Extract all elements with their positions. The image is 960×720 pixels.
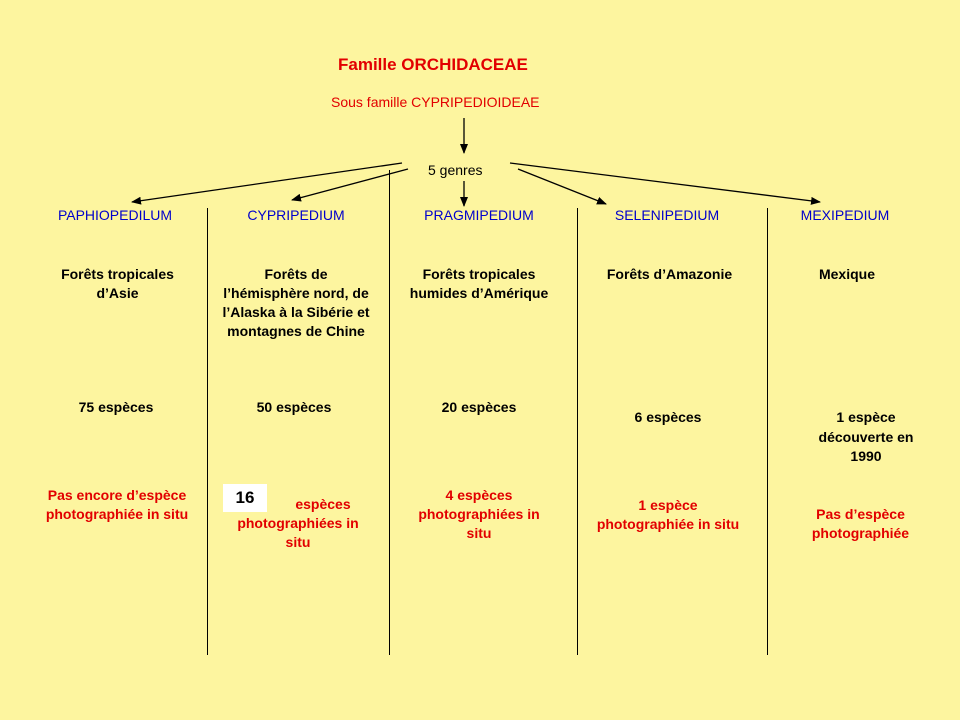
arrow-to-cypripedium <box>291 168 409 202</box>
photo-status-selenipedium: 1 espèce photographiée in situ <box>596 497 740 532</box>
genus-paphiopedilum: PAPHIOPEDILUM <box>57 207 173 223</box>
arrow-to-selenipedium <box>517 168 607 205</box>
habitat-mexipedium: Mexique <box>818 266 875 282</box>
subfamily-title: Sous famille CYPRIPEDIOIDEAE <box>331 94 540 110</box>
family-title: Famille ORCHIDACEAE <box>338 55 528 74</box>
genus-cypripedium: CYPRIPEDIUM <box>247 207 345 223</box>
species-count-paphiopedilum: 75 espèces <box>78 399 154 415</box>
habitat-pragmipedium: Forêts tropicales humides d’Amérique <box>409 266 549 301</box>
species-count-mexipedium: 1 espèce découverte en 1990 <box>818 409 914 464</box>
genres-count-label: 5 genres <box>428 162 483 178</box>
arrow-to-mexipedium <box>509 162 821 205</box>
photo-status-paphiopedilum: Pas encore d’espèce photographiée in sit… <box>45 487 189 522</box>
arrow-to-paphiopedilum <box>131 162 403 205</box>
habitat-selenipedium: Forêts d’Amazonie <box>606 266 733 282</box>
genus-pragmipedium: PRAGMIPEDIUM <box>424 207 534 223</box>
habitat-paphiopedilum: Forêts tropicales d’Asie <box>61 266 174 301</box>
habitat-cypripedium: Forêts de l’hémisphère nord, de l’Alaska… <box>222 266 370 339</box>
species-count-cypripedium: 50 espèces <box>256 399 332 415</box>
genus-mexipedium: MEXIPEDIUM <box>800 207 890 223</box>
photo-status-pragmipedium: 4 espèces photographiées in situ <box>418 487 540 541</box>
photographed-count-badge: 16 <box>223 484 267 512</box>
genus-selenipedium: SELENIPEDIUM <box>614 207 720 223</box>
photo-status-cypripedium: espèces photographiées in situ <box>237 496 359 550</box>
species-count-selenipedium: 6 espèces <box>634 409 702 425</box>
photo-status-mexipedium: Pas d’espèce photographiée <box>811 506 910 541</box>
species-count-pragmipedium: 20 espèces <box>441 399 517 415</box>
